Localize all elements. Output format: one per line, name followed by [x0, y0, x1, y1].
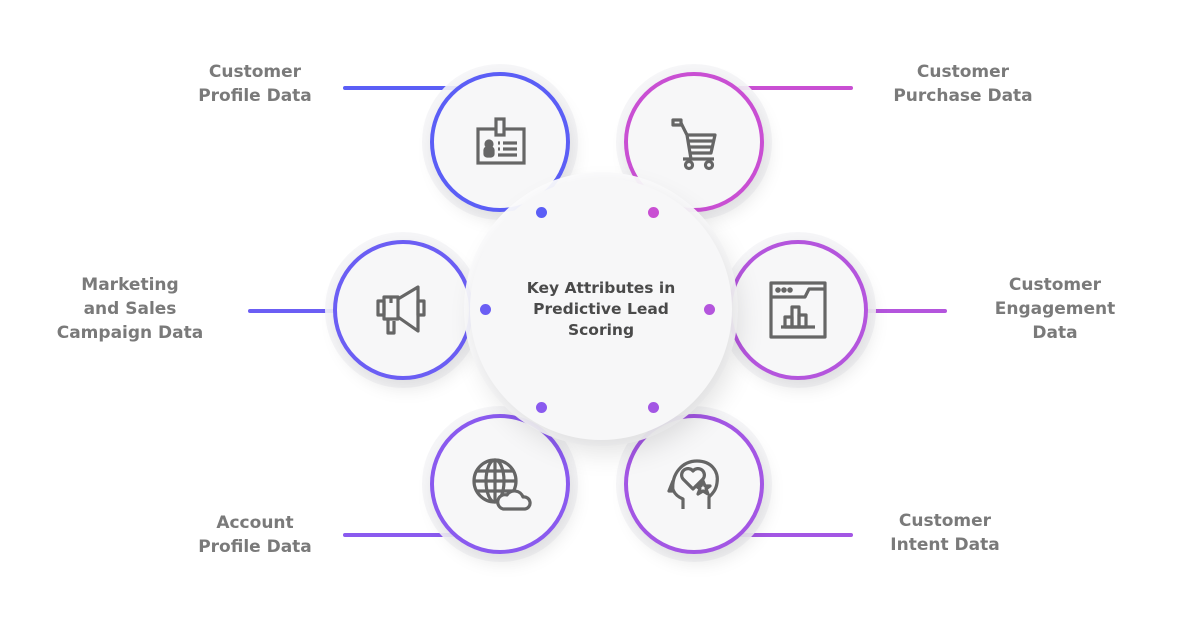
label-line: Customer: [916, 62, 1010, 82]
dot-marketing-sales: [480, 304, 491, 315]
connector-customer-engagement: [855, 309, 947, 313]
label-line: Campaign Data: [56, 323, 204, 343]
dot-account-profile: [536, 402, 547, 413]
label-line: Purchase Data: [893, 86, 1033, 106]
dot-customer-engagement: [704, 304, 715, 315]
label-line: Profile Data: [198, 537, 312, 557]
id-badge-icon: [476, 117, 526, 165]
label-customer-profile: Customer Profile Data: [180, 60, 330, 108]
node-account-profile: [430, 414, 570, 554]
node-customer-engagement: [728, 240, 868, 380]
label-line: Profile Data: [198, 86, 312, 106]
globe-cloud-icon: [472, 458, 532, 511]
connector-customer-purchase: [738, 86, 853, 90]
dot-customer-intent: [648, 402, 659, 413]
label-line: Data: [1032, 323, 1078, 343]
label-customer-intent: Customer Intent Data: [870, 509, 1020, 557]
label-line: and Sales: [83, 299, 177, 319]
connector-customer-profile: [343, 86, 463, 90]
label-line: Account: [216, 513, 294, 533]
ring: [624, 414, 764, 554]
node-marketing-sales: [333, 240, 473, 380]
label-line: Customer: [208, 62, 302, 82]
label-marketing-sales: Marketing and Sales Campaign Data: [40, 273, 220, 345]
label-customer-engagement: Customer Engagement Data: [975, 273, 1135, 345]
connector-customer-intent: [738, 533, 853, 537]
connector-account-profile: [343, 533, 463, 537]
node-customer-intent: [624, 414, 764, 554]
ring: [624, 72, 764, 212]
diagram-title: Key Attributes in Predictive Lead Scorin…: [526, 279, 676, 339]
label-line: Marketing: [81, 275, 179, 295]
label-account-profile: Account Profile Data: [180, 511, 330, 559]
browser-analytics-icon: [769, 281, 827, 339]
label-line: Customer: [1008, 275, 1102, 295]
head-heart-icon: [667, 459, 719, 509]
label-customer-purchase: Customer Purchase Data: [878, 60, 1048, 108]
ring: [430, 414, 570, 554]
connector-marketing-sales: [248, 309, 348, 313]
dot-customer-profile: [536, 207, 547, 218]
megaphone-icon: [376, 285, 426, 335]
ring: [430, 72, 570, 212]
shopping-cart-icon: [671, 118, 717, 171]
label-line: Engagement: [994, 299, 1116, 319]
dot-customer-purchase: [648, 207, 659, 218]
label-line: Customer: [898, 511, 992, 531]
center-hub: Key Attributes in Predictive Lead Scorin…: [470, 178, 732, 440]
label-line: Intent Data: [890, 535, 1000, 555]
